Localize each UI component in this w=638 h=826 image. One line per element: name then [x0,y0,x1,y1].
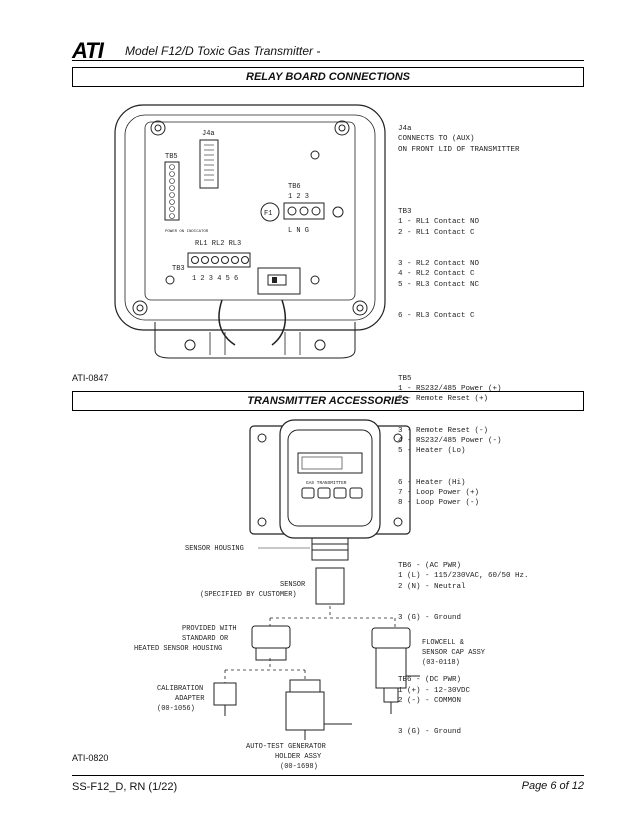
display-caption: GAS TRANSMITTER [306,480,347,486]
ati-logo: ATI [72,38,104,63]
label-sensor-spec: (SPECIFIED BY CUSTOMER) [200,591,297,599]
header-rule [72,60,584,61]
label-j4a: J4a [202,130,215,138]
label-auto-2: HOLDER ASSY [275,753,322,761]
label-cal-3: (00-1056) [157,705,195,713]
figure-id-relay: ATI-0847 [72,373,109,383]
model-title: Model F12/D Toxic Gas Transmitter - [125,44,321,58]
label-tb3-terms: 1 2 3 4 5 6 [192,275,238,283]
label-flowcell-2: SENSOR CAP ASSY [422,649,486,657]
section-title-accessories: TRANSMITTER ACCESSORIES [72,391,584,411]
doc-number: SS-F12_D, RN (1/22) [72,781,178,793]
label-sensor: SENSOR [280,581,306,589]
label-lng: L N G [288,227,309,235]
label-provided-1: PROVIDED WITH [182,625,237,633]
label-tb6-terms: 1 2 3 [288,193,309,201]
section-title-relay-board: RELAY BOARD CONNECTIONS [72,67,584,87]
accessories-diagram: GAS TRANSMITTER SENSOR HOUSING SENSOR (S… [134,419,486,771]
label-auto-3: (00-1698) [280,763,318,771]
label-auto-1: AUTO-TEST GENERATOR [246,743,327,751]
label-tb5: TB5 [165,153,178,161]
label-flowcell-3: (03-0118) [422,659,460,667]
page-number: Page 6 of 12 [521,780,584,792]
footer-rule [72,775,584,776]
label-tb6: TB6 [288,183,301,191]
label-provided-2: STANDARD OR [182,635,229,643]
label-provided-3: HEATED SENSOR HOUSING [134,645,222,653]
label-relays: RL1 RL2 RL3 [195,240,241,248]
label-cal-2: ADAPTER [175,695,205,703]
figure-id-accessories: ATI-0820 [72,753,109,763]
label-flowcell-1: FLOWCELL & [422,639,465,647]
relay-board-diagram: J4a TB5 POWER ON INDICATOR TB6 1 2 3 F1 … [114,104,386,359]
label-f1: F1 [264,210,272,218]
label-power-indicator: POWER ON INDICATOR [165,230,209,234]
label-cal-1: CALIBRATION [157,685,203,693]
label-sensor-housing: SENSOR HOUSING [185,545,244,553]
label-tb3: TB3 [172,265,185,273]
